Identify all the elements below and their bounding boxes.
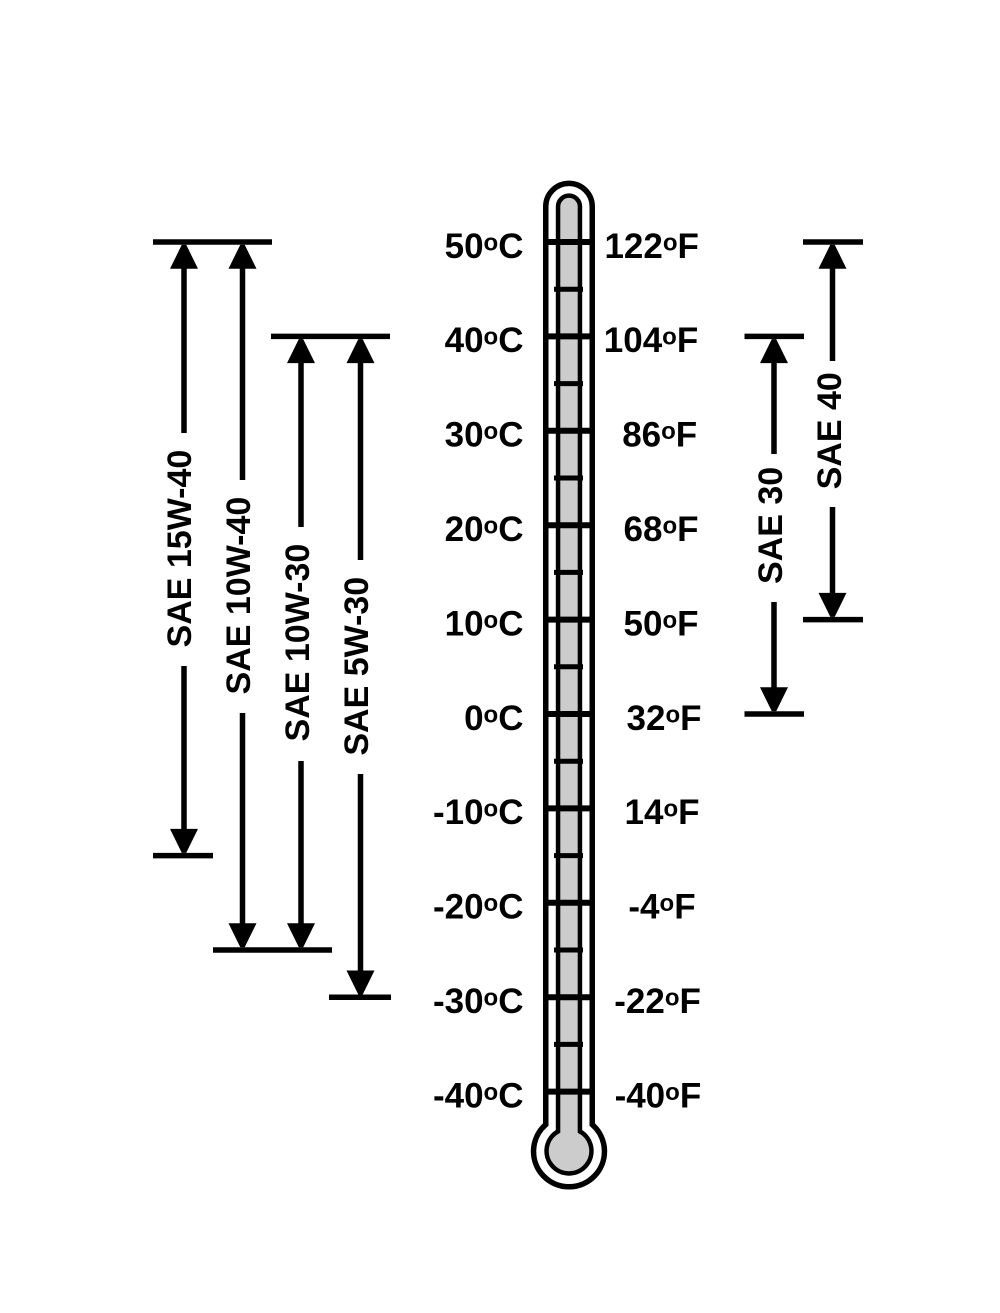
svg-text:-22oF: -22oF (614, 982, 701, 1021)
svg-text:-10oC: -10oC (433, 793, 524, 832)
svg-text:SAE 5W-30: SAE 5W-30 (338, 577, 376, 756)
svg-text:-20oC: -20oC (433, 888, 524, 927)
svg-text:-30oC: -30oC (433, 982, 524, 1021)
svg-text:-40oC: -40oC (433, 1076, 524, 1115)
svg-text:50oF: 50oF (624, 604, 699, 643)
svg-text:68oF: 68oF (624, 510, 699, 549)
svg-text:14oF: 14oF (625, 793, 700, 832)
svg-text:SAE 10W-30: SAE 10W-30 (279, 544, 317, 742)
svg-text:32oF: 32oF (627, 699, 702, 738)
svg-text:122oF: 122oF (604, 227, 698, 266)
svg-text:SAE 40: SAE 40 (811, 372, 849, 489)
svg-text:0oC: 0oC (464, 699, 523, 738)
svg-text:SAE 15W-40: SAE 15W-40 (161, 450, 199, 648)
svg-text:SAE 10W-40: SAE 10W-40 (220, 497, 258, 695)
svg-text:50oC: 50oC (445, 227, 524, 266)
svg-text:86oF: 86oF (622, 416, 697, 455)
svg-text:SAE 30: SAE 30 (752, 467, 790, 584)
svg-text:104oF: 104oF (604, 321, 698, 360)
svg-text:-40oF: -40oF (615, 1076, 702, 1115)
